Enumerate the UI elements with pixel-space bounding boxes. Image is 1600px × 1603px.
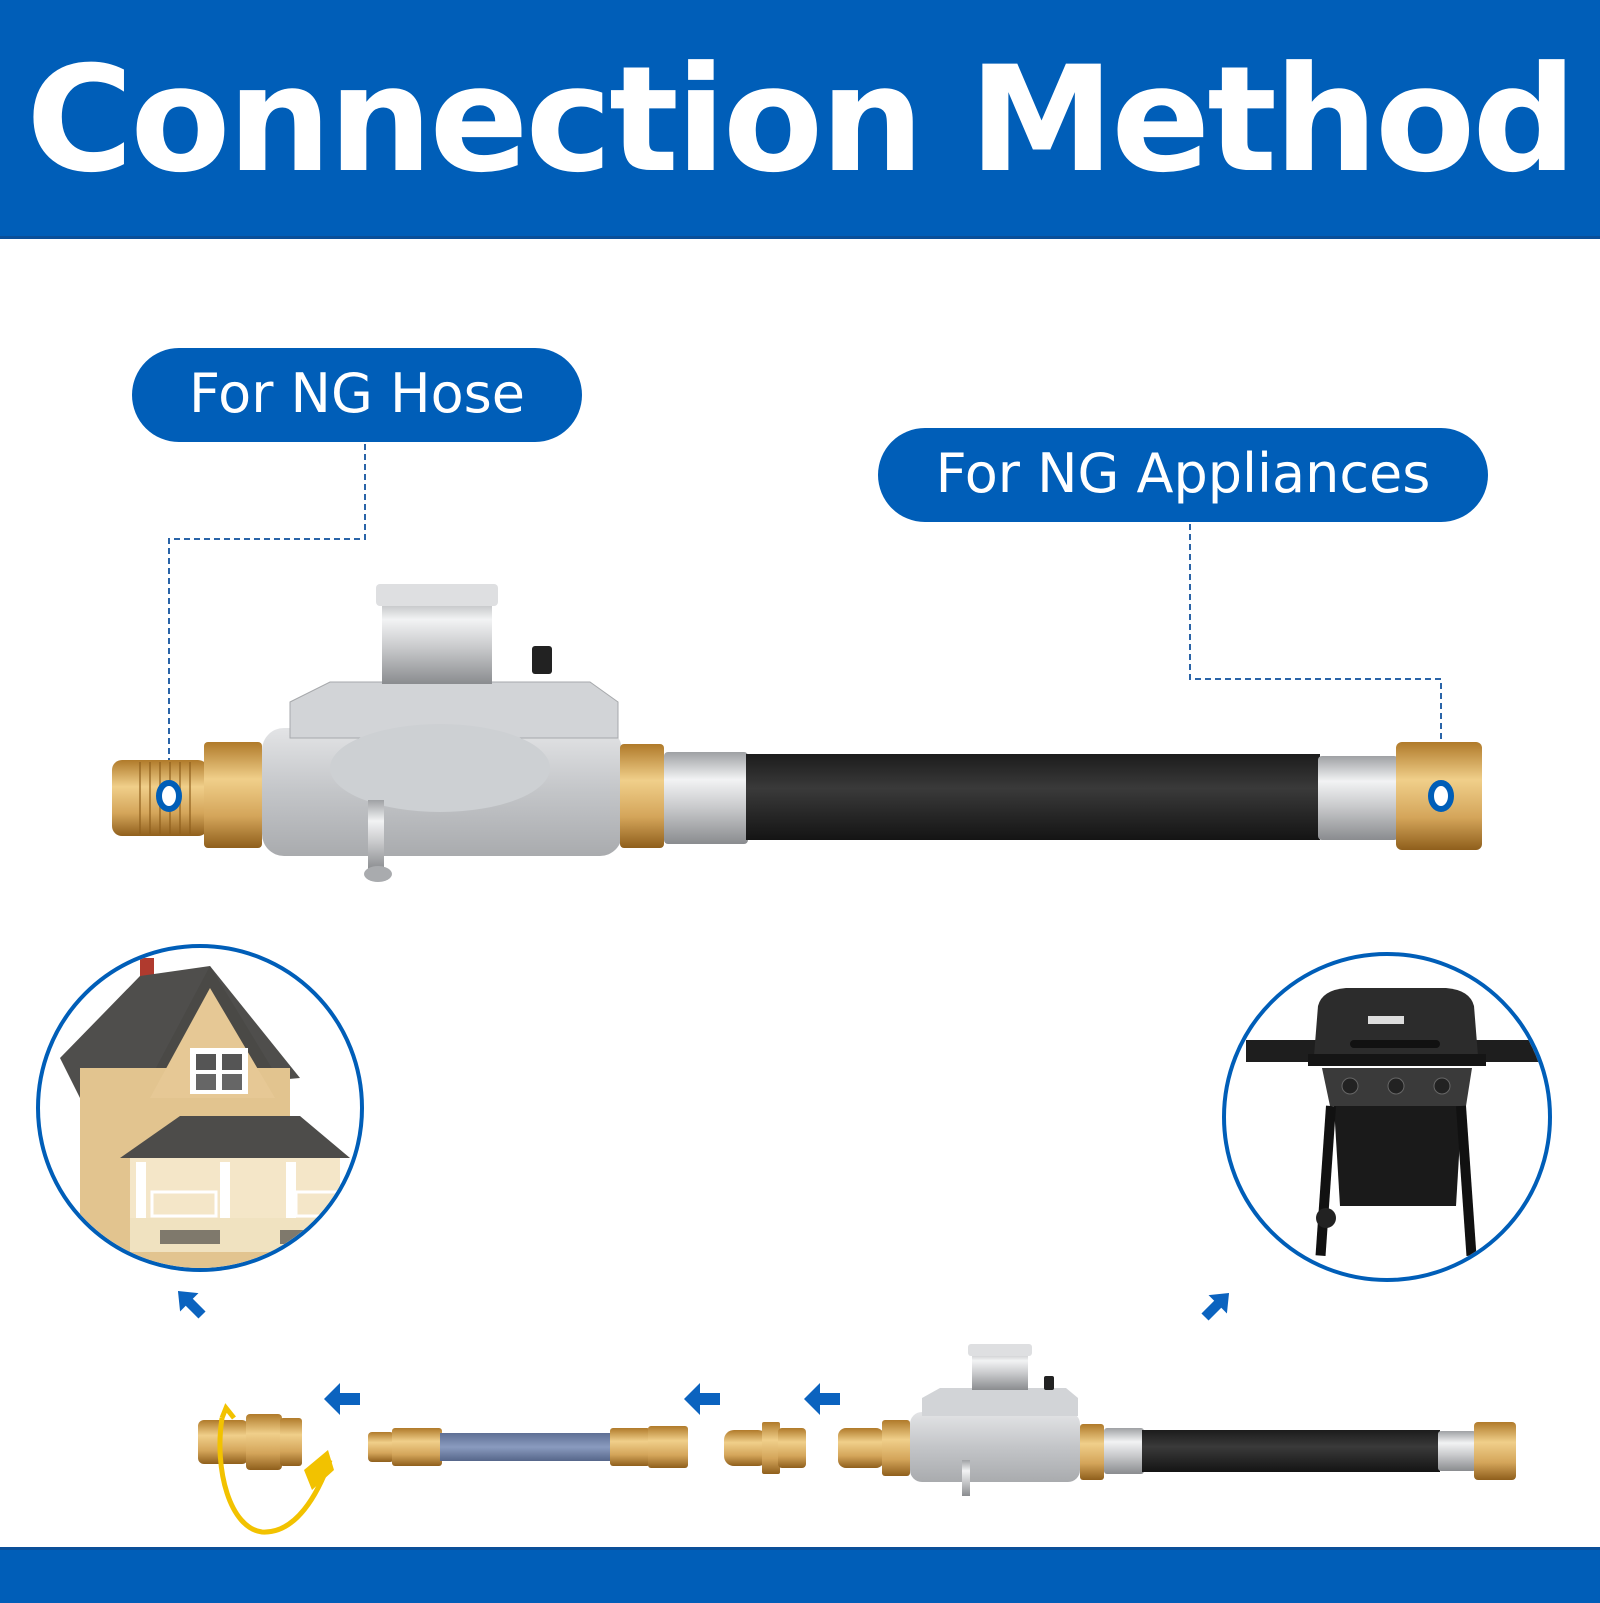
gas-grill-icon xyxy=(1246,988,1546,1256)
arrow-left-icon xyxy=(324,1383,360,1415)
arrow-left-icon xyxy=(684,1383,720,1415)
quick-connect-socket-with-yellow-cap-icon xyxy=(198,1403,334,1535)
leader-line-appliances xyxy=(1189,524,1442,795)
house-image-frame xyxy=(36,944,364,1272)
callout-ng-appliances: For NG Appliances xyxy=(878,428,1488,522)
house-icon xyxy=(60,958,350,1268)
callout-ng-hose: For NG Hose xyxy=(132,348,582,442)
blue-braided-hose-with-quick-plug-icon xyxy=(368,1426,688,1468)
regulator-with-black-hose-small-icon xyxy=(838,1344,1516,1496)
header-banner xyxy=(0,0,1600,239)
footer-banner xyxy=(0,1547,1600,1603)
arrow-up-left-icon xyxy=(177,1290,206,1319)
regulator-with-black-hose-icon xyxy=(112,584,1482,882)
arrow-left-icon xyxy=(804,1383,840,1415)
grill-image-frame xyxy=(1222,952,1552,1282)
page-title: Connection Method xyxy=(26,35,1577,205)
marker-ng-appliances xyxy=(1428,780,1454,812)
brass-flare-adapter-icon xyxy=(724,1422,806,1474)
arrow-up-right-icon xyxy=(1201,1292,1230,1321)
marker-ng-hose xyxy=(156,780,182,812)
leader-line-hose xyxy=(168,444,366,795)
